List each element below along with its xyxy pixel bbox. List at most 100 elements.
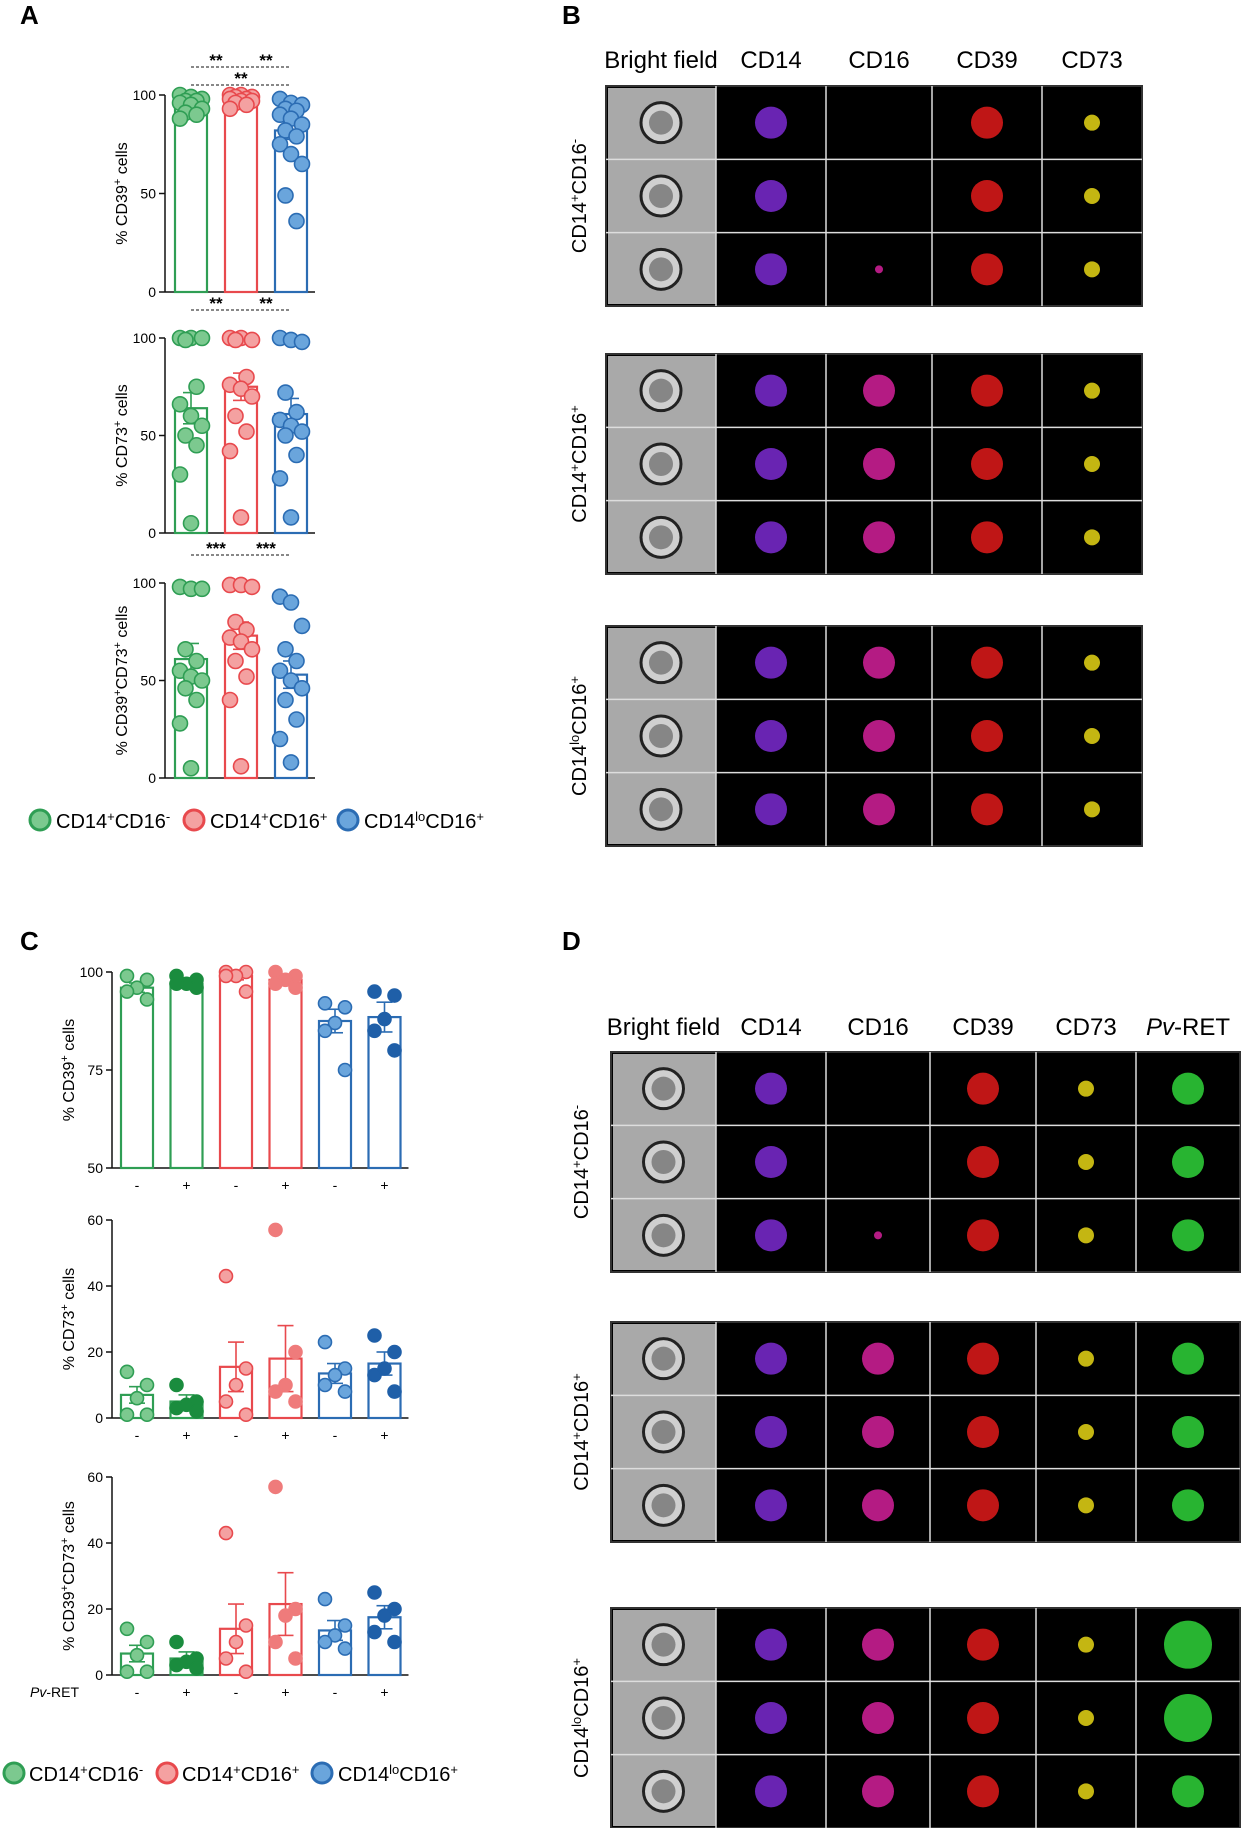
y-axis-title-part: cells — [114, 142, 131, 178]
legend-label-cd14-cd16pos: CD14+CD16+ — [210, 809, 327, 834]
data-point — [169, 1634, 184, 1650]
data-point — [193, 417, 211, 435]
y-axis-title-sup: + — [112, 689, 124, 695]
y-axis-title-part: cells — [114, 384, 131, 420]
y-axis-title: % CD39+CD73+ cells — [112, 606, 131, 756]
data-point — [288, 212, 305, 230]
data-point — [317, 1591, 333, 1607]
x-tick-label: - — [234, 1177, 239, 1193]
x-tick-label: + — [281, 1684, 289, 1700]
cell-fluorescence — [755, 374, 787, 407]
y-tick-label: 0 — [148, 770, 156, 786]
y-tick-label: 60 — [87, 1212, 103, 1228]
data-point — [169, 1400, 184, 1416]
x-tick-label: + — [380, 1427, 388, 1443]
significance-label: ** — [209, 294, 223, 313]
legend-label-cd14lo-cd16pos: CD14loCD16+ — [364, 809, 484, 834]
data-point — [228, 1377, 244, 1393]
data-point — [271, 470, 289, 487]
data-point — [189, 1661, 204, 1676]
y-tick-label: 50 — [140, 186, 156, 202]
cell-brightfield-nucleus — [651, 1150, 676, 1174]
row-label-part: CD16 — [571, 1666, 593, 1717]
data-point — [182, 759, 200, 777]
column-header: CD39 — [952, 1014, 1013, 1041]
cell-fluorescence — [971, 720, 1003, 752]
cell-fluorescence — [1084, 188, 1100, 204]
row-label-part: CD16 — [569, 413, 591, 464]
cell-fluorescence — [875, 265, 883, 274]
data-point — [129, 1390, 145, 1406]
data-point — [238, 1664, 254, 1679]
significance-label: ** — [259, 51, 273, 70]
data-point — [271, 730, 289, 748]
cell-fluorescence — [971, 646, 1003, 679]
y-axis-title: % CD73+ cells — [59, 1268, 78, 1370]
cell-brightfield-nucleus — [651, 1632, 676, 1657]
cell-fluorescence — [1172, 1146, 1204, 1178]
data-point — [193, 672, 211, 689]
cell-fluorescence — [755, 720, 787, 752]
data-point — [227, 331, 244, 349]
x-tick-label: - — [333, 1177, 338, 1193]
data-point — [177, 427, 194, 444]
row-label-part: CD14 — [569, 472, 591, 523]
cell-fluorescence — [971, 793, 1003, 826]
y-axis-title-part: % CD73 — [61, 1311, 78, 1371]
cell-brightfield-nucleus — [651, 1346, 676, 1371]
data-point — [139, 1377, 155, 1393]
column-header: CD73 — [1055, 1014, 1116, 1041]
row-label-sup: + — [569, 1160, 584, 1168]
data-point — [193, 580, 211, 598]
significance-label: ** — [209, 51, 223, 70]
data-point — [277, 640, 294, 658]
panel-letter-c: C — [20, 926, 39, 956]
data-point — [119, 968, 135, 984]
x-tick-label: - — [234, 1427, 239, 1443]
data-point — [119, 1664, 135, 1679]
y-tick-label: 75 — [87, 1062, 103, 1078]
data-point — [387, 1601, 402, 1617]
cell-fluorescence — [1078, 1497, 1094, 1514]
row-label-sup: lo — [567, 735, 582, 745]
x-tick-label: + — [281, 1427, 289, 1443]
legend-marker-blue — [310, 1761, 334, 1785]
row-label-sup: - — [567, 139, 582, 143]
x-tick-label: + — [380, 1684, 388, 1700]
data-point — [282, 754, 300, 771]
cell-fluorescence — [874, 1231, 882, 1240]
y-tick-label: 20 — [87, 1344, 103, 1360]
column-header: Bright field — [604, 47, 717, 74]
row-label-part: CD14 — [571, 1727, 593, 1778]
panel-letter-d: D — [562, 926, 581, 956]
legend-label-cd14-cd16neg: CD14+CD16- — [29, 1762, 143, 1787]
row-label-sup: + — [569, 1658, 584, 1666]
y-axis-title-sup: + — [59, 1055, 71, 1061]
y-tick-label: 60 — [87, 1469, 103, 1485]
data-point — [139, 1664, 155, 1679]
x-tick-label: + — [380, 1177, 388, 1193]
data-point — [327, 1367, 343, 1383]
data-point — [317, 1334, 333, 1350]
cell-fluorescence — [1078, 1080, 1094, 1097]
cell-fluorescence — [967, 1775, 999, 1808]
row-label-sup: + — [569, 1373, 584, 1381]
cell-fluorescence — [967, 1702, 999, 1734]
y-axis-title: % CD39+ cells — [59, 1019, 78, 1121]
data-point — [268, 1384, 283, 1399]
row-label-part: CD16 — [569, 143, 591, 194]
legend-a: CD14+CD16- CD14+CD16+ CD14loCD16+ — [28, 808, 484, 834]
cell-fluorescence — [755, 793, 787, 826]
significance-label: ** — [259, 294, 273, 313]
data-point — [377, 1011, 392, 1027]
cell-brightfield-nucleus — [649, 452, 673, 476]
y-tick-label: 20 — [87, 1601, 103, 1617]
cell-fluorescence — [863, 793, 895, 826]
data-point — [367, 1624, 382, 1640]
cell-fluorescence — [755, 1775, 787, 1808]
data-point — [277, 384, 294, 401]
data-point — [268, 976, 283, 992]
data-point — [327, 1015, 343, 1031]
data-point — [238, 423, 255, 440]
bar — [119, 986, 155, 1170]
